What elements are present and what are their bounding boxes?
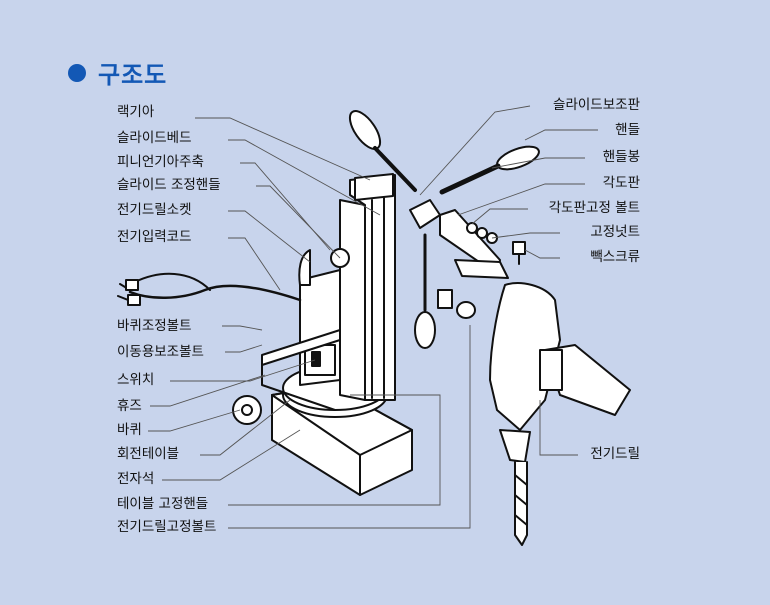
handle-grip-shape xyxy=(348,110,382,150)
label-table-lock-handle: 테이블 고정핸들 xyxy=(117,496,209,512)
label-electromagnet: 전자석 xyxy=(117,471,155,487)
label-slide-bed: 슬라이드베드 xyxy=(117,130,192,146)
label-angle-plate-bolt: 각도판고정 볼트 xyxy=(548,200,640,216)
leader-line xyxy=(491,232,560,239)
leader-line xyxy=(524,129,598,141)
label-fuse: 휴즈 xyxy=(117,398,142,414)
leader-line xyxy=(225,344,263,353)
label-wheel: 바퀴 xyxy=(117,422,142,438)
leader-line xyxy=(524,249,560,259)
leader-line xyxy=(228,210,311,263)
leader-line xyxy=(471,208,528,225)
leader-line xyxy=(162,429,301,481)
label-switch: 스위치 xyxy=(117,372,155,388)
leader-line xyxy=(491,157,585,169)
label-lock-nut: 고정넛트 xyxy=(590,224,640,240)
label-drill-socket: 전기드릴소켓 xyxy=(117,202,192,218)
leader-line xyxy=(228,139,381,216)
label-rack-gear: 랙기아 xyxy=(117,104,155,120)
leader-line xyxy=(419,105,531,196)
leader-line xyxy=(150,374,266,407)
leader-line xyxy=(539,400,578,456)
leader-line xyxy=(200,399,291,456)
label-handle: 핸들 xyxy=(615,122,640,138)
page-title: 구조도 xyxy=(98,61,168,89)
label-moving-aux-bolt: 이동용보조볼트 xyxy=(117,344,204,360)
leader-line xyxy=(195,117,371,181)
leader-line xyxy=(148,409,241,432)
label-angle-plate: 각도판 xyxy=(602,175,640,191)
column-shape xyxy=(339,199,366,401)
handle-bar-grip-shape xyxy=(496,145,540,171)
label-slide-aux-plate: 슬라이드보조판 xyxy=(553,97,640,113)
label-drill-fixing-bolt: 전기드릴고정볼트 xyxy=(117,519,217,535)
label-pinion-spindle: 피니언기아주축 xyxy=(117,154,204,170)
leader-line xyxy=(228,394,441,506)
leader-line xyxy=(240,162,331,251)
label-back-screw: 빽스크류 xyxy=(590,249,640,265)
leader-line xyxy=(457,183,585,216)
label-wheel-adjust-bolt: 바퀴조정볼트 xyxy=(117,318,192,334)
label-electric-drill: 전기드릴 xyxy=(590,446,640,462)
leader-line xyxy=(222,325,263,331)
leader-line xyxy=(170,359,316,382)
title-bullet-icon xyxy=(68,64,86,82)
leader-line xyxy=(228,237,281,291)
label-handle-bar: 핸들봉 xyxy=(602,149,640,165)
leader-line xyxy=(256,185,341,259)
leader-line xyxy=(228,325,471,529)
power-cord-shape xyxy=(128,284,302,302)
electric-drill-shape xyxy=(489,282,561,431)
label-rotary-table: 회전테이블 xyxy=(117,446,180,462)
label-power-cord: 전기입력코드 xyxy=(117,229,192,245)
label-slide-adjust-handle: 슬라이드 조정핸들 xyxy=(117,177,221,193)
